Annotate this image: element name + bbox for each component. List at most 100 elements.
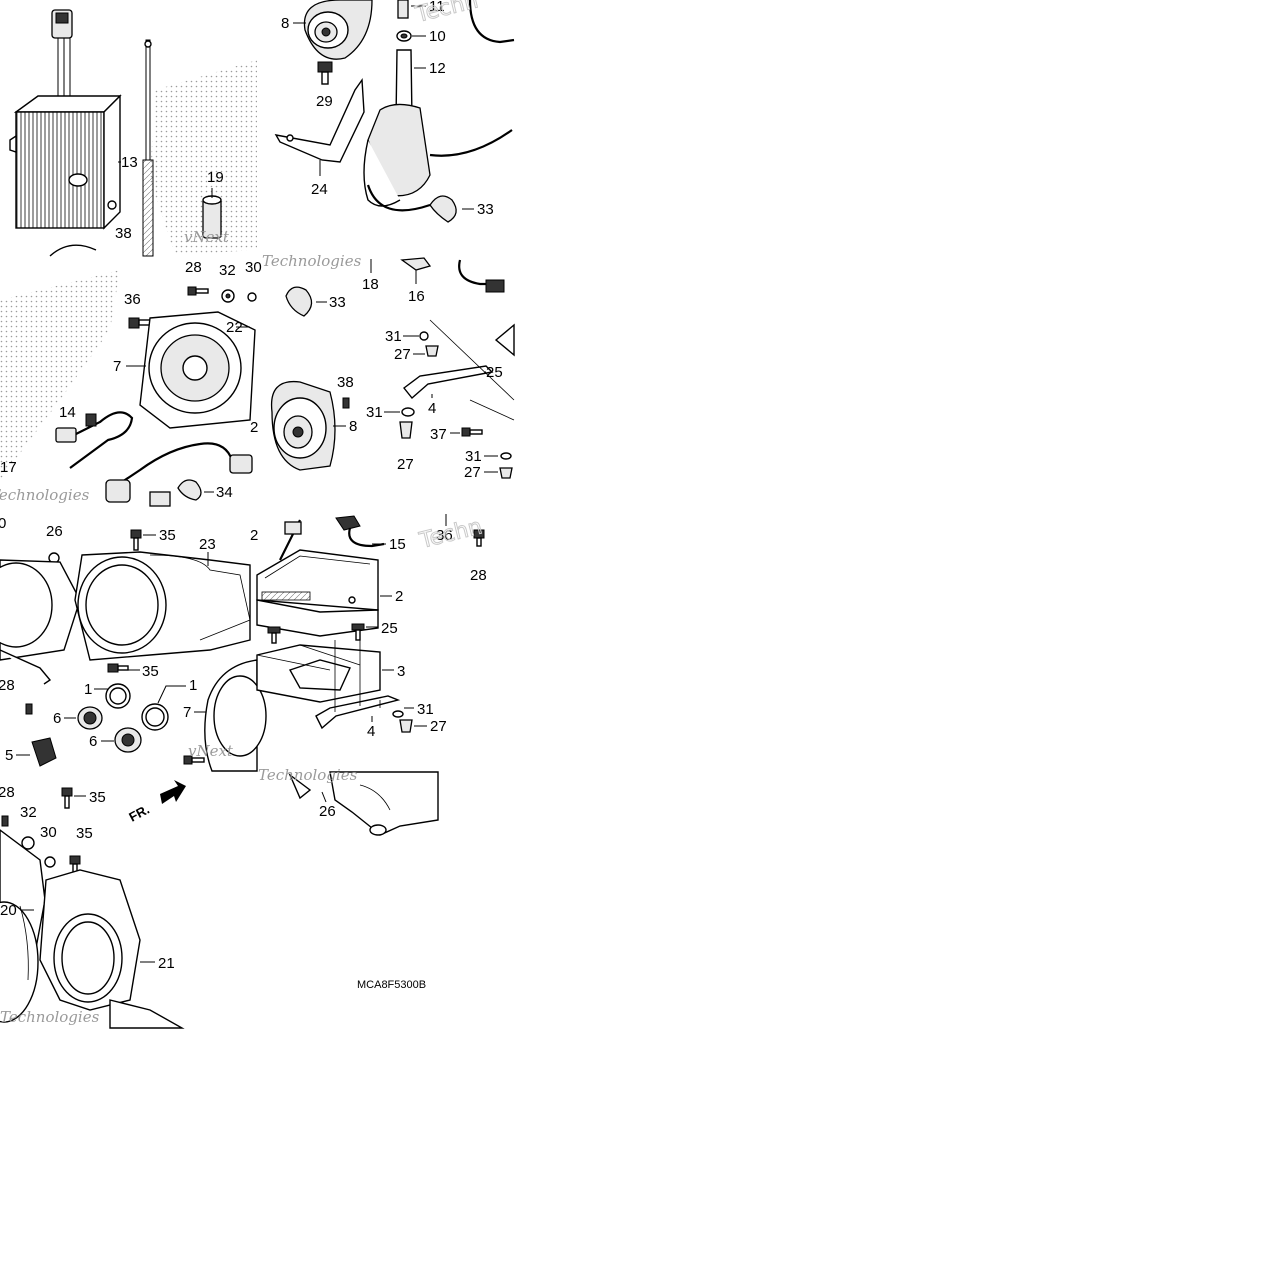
tweeter-6b	[114, 727, 142, 753]
tile-lower-cover: 28 35 32 30 35 20 21 Technologies	[0, 784, 185, 1029]
washer-31	[419, 331, 429, 341]
tile-speaker-antenna: 8 11 10 12 29 2	[274, 0, 515, 223]
callout-24: 24	[311, 181, 328, 198]
screw-25b	[351, 623, 365, 641]
clip-16	[400, 257, 432, 284]
callout-30: 30	[245, 259, 262, 276]
callout-32b: 32	[20, 804, 37, 821]
speaker-cover-lower	[0, 829, 185, 1029]
callout-28e: 28	[0, 784, 15, 801]
watermark-vnext: vNext	[184, 228, 230, 246]
callout-22: 22	[226, 319, 243, 336]
callout-19: 19	[207, 169, 224, 186]
callout-7b: 7	[183, 704, 191, 721]
harness-connector	[105, 442, 253, 507]
callout-31a: 31	[385, 328, 402, 345]
callout-16: 16	[408, 288, 425, 305]
callout-15: 15	[389, 536, 406, 553]
callout-35d: 35	[76, 825, 93, 842]
callout-23: 23	[199, 536, 216, 553]
tile-front-speaker: 28 32 30 36 22 7 14 2 17	[0, 259, 262, 507]
connector	[485, 279, 505, 293]
speaker-harness	[55, 411, 134, 469]
drawing-code: MCA8F5300B	[357, 979, 426, 991]
tweeter-ring-2	[141, 703, 169, 731]
washer-32b	[21, 836, 35, 850]
tile-rear-speaker: 33 18 16 31 27 25 38 31 4	[262, 252, 515, 481]
bolt-35c	[61, 787, 73, 809]
callout-7: 7	[113, 358, 121, 375]
bolt-36	[128, 317, 152, 329]
watermark-techn-b: Techn	[416, 514, 484, 554]
grommet-27d	[399, 719, 413, 733]
callout-13: 13	[121, 154, 138, 171]
speaker-cover	[0, 551, 251, 661]
speaker-edge	[49, 244, 97, 257]
antenna-mast	[363, 49, 431, 207]
amplifier	[9, 94, 122, 230]
screw-28c	[183, 755, 205, 765]
callout-26: 26	[46, 523, 63, 540]
door-speaker-b	[204, 659, 267, 772]
callout-8b: 8	[349, 418, 357, 435]
callout-4b: 4	[367, 723, 375, 740]
callout-25: 25	[486, 364, 503, 381]
speaker-bracket-4	[403, 319, 515, 421]
callout-17: 17	[0, 459, 17, 476]
stipple-background	[0, 270, 120, 480]
callout-28: 28	[185, 259, 202, 276]
callout-1b: 1	[189, 677, 197, 694]
washer-31c	[500, 452, 512, 460]
tray-bracket	[315, 640, 401, 730]
callout-28d: 28	[470, 567, 487, 584]
callout-31b: 31	[366, 404, 383, 421]
nut-30	[247, 292, 257, 302]
callout-37: 37	[430, 426, 447, 443]
callout-27d: 27	[430, 718, 447, 735]
callout-35c: 35	[89, 789, 106, 806]
callout-5: 5	[5, 747, 13, 764]
cable-clip-33b	[285, 286, 313, 317]
front-direction-arrow: FR.	[126, 780, 186, 825]
washer-31d	[392, 710, 404, 718]
watermark-vnext-b: vNext	[188, 742, 234, 760]
watermark-technologies: Technologies	[0, 486, 90, 504]
tile-audio-unit: 15 2 25 3 31	[256, 515, 447, 740]
bolt-29	[317, 61, 333, 85]
nut-30b	[44, 856, 56, 868]
watermark-techn: Techn	[412, 0, 480, 28]
callout-20: 20	[0, 902, 17, 919]
connector-5	[31, 737, 57, 767]
cable-clip	[429, 195, 457, 223]
bolt-35d	[69, 855, 81, 875]
callout-33: 33	[477, 201, 494, 218]
callout-30b: 30	[40, 824, 57, 841]
callout-38: 38	[115, 225, 132, 242]
callout-38: 38	[337, 374, 354, 391]
bolt-35b	[107, 663, 129, 673]
screw-28d	[473, 529, 485, 547]
watermark-technologies-b: Technologies	[262, 252, 362, 270]
callout-2x: 2	[250, 419, 258, 436]
screw-38	[342, 397, 350, 409]
stay-bracket	[274, 77, 365, 163]
callout-36b: 36	[436, 527, 453, 544]
callout-27c: 27	[464, 464, 481, 481]
callout-35a: 35	[159, 527, 176, 544]
callout-12: 12	[429, 60, 446, 77]
screw-28	[187, 286, 209, 296]
tweeter-ring-1	[105, 683, 131, 709]
tile-mount: 26 Technologies	[258, 766, 439, 836]
mounting-tray	[256, 644, 381, 703]
washer-31b	[401, 407, 415, 417]
antenna-rod	[142, 39, 154, 257]
callout-34: 34	[216, 484, 233, 501]
callout-31d: 31	[417, 701, 434, 718]
antenna-base	[202, 188, 222, 239]
tile-amp-antenna: 13 19 38 vNext	[9, 9, 257, 257]
tweeter-speaker	[303, 0, 373, 60]
watermark-technologies-c: Technologies	[0, 1008, 100, 1026]
callout-27b: 27	[397, 456, 414, 473]
callout-36: 36	[124, 291, 141, 308]
